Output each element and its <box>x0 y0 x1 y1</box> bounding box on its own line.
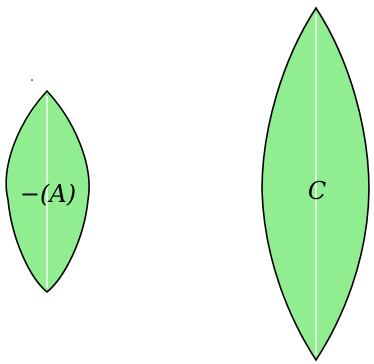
lens-right-label: C <box>308 177 326 205</box>
stray-dot <box>31 79 33 81</box>
lens-left-label: −(A) <box>20 180 76 208</box>
lens-left: −(A) <box>5 89 90 294</box>
lens-right: C <box>261 6 370 362</box>
